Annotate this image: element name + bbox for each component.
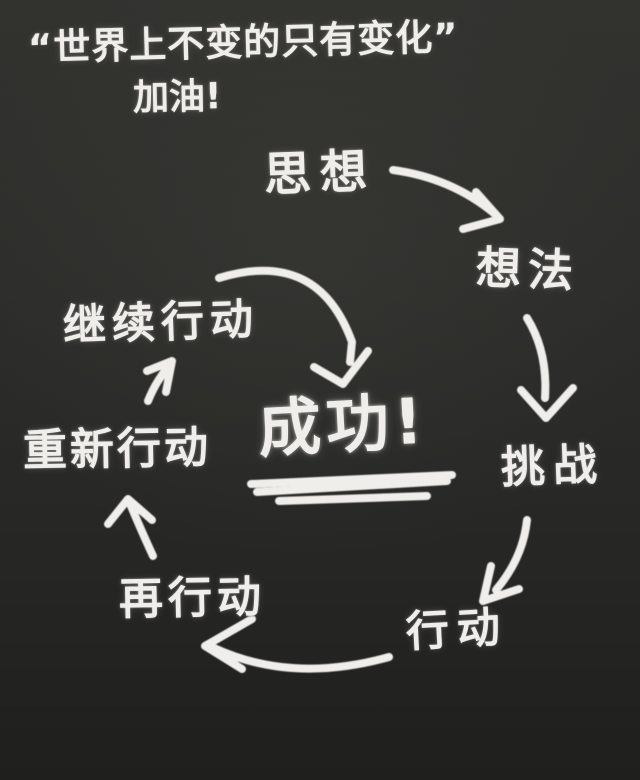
node-idea: 想法	[475, 241, 581, 298]
arrow-thought-to-idea	[389, 166, 504, 233]
success-underline-top	[247, 471, 456, 488]
arrow-act-anew-to-keep-acting	[143, 357, 176, 405]
node-act-anew: 重新行动	[22, 422, 212, 477]
arrow-keep-acting-to-success	[215, 266, 372, 388]
node-action: 行动	[404, 602, 510, 658]
success-underline-top-overlap	[253, 477, 451, 496]
arrow-challenge-to-action	[479, 516, 531, 605]
cheer-text: 加油!	[132, 76, 222, 119]
arrow-action-to-act-again	[201, 615, 393, 673]
node-challenge: 挑战	[500, 439, 606, 494]
success-underline-bottom	[275, 492, 431, 505]
node-thought: 思想	[263, 144, 377, 203]
quote-text: “世界上不变的只有变化”	[27, 15, 460, 70]
arrow-idea-to-challenge	[517, 314, 577, 422]
node-act-again: 再行动	[118, 571, 267, 626]
node-keep-acting: 继续行动	[62, 294, 260, 352]
node-success: 成功!	[256, 384, 430, 467]
arrow-act-again-to-act-anew	[104, 495, 157, 560]
